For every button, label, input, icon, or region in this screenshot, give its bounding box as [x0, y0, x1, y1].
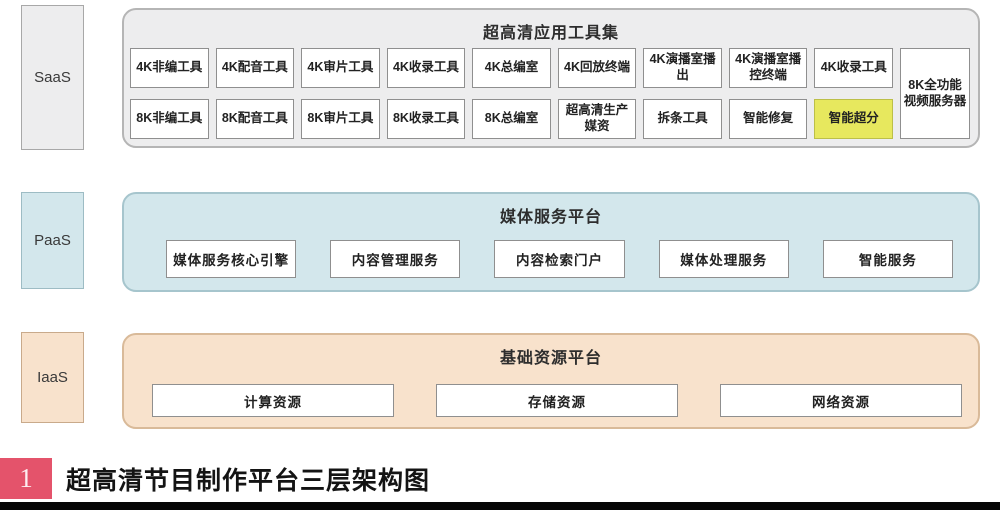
- paas-services-row: 媒体服务核心引擎 内容管理服务 内容检索门户 媒体处理服务 智能服务: [166, 240, 954, 278]
- tool-box-8k-ingest: 8K收录工具: [386, 99, 466, 139]
- tool-box-4k-ingest: 4K收录工具: [386, 48, 466, 88]
- service-box-intelligent-services: 智能服务: [822, 240, 954, 278]
- iaas-panel: 基础资源平台 计算资源 存储资源 网络资源: [122, 333, 980, 429]
- resource-box-storage: 存储资源: [436, 384, 678, 417]
- resource-box-network: 网络资源: [720, 384, 962, 417]
- tool-box-4k-nle: 4K非编工具: [130, 48, 209, 88]
- tool-box-4k-ingest-2: 4K收录工具: [814, 48, 893, 88]
- saas-panel-title: 超高清应用工具集: [482, 25, 619, 42]
- tool-box-smart-restoration: 智能修复: [728, 99, 808, 139]
- tool-box-4k-studio-playout: 4K演播室播出: [643, 48, 722, 88]
- saas-tools-grid: 4K非编工具 4K配音工具 4K审片工具 4K收录工具 4K总编室 4K回放终端…: [130, 48, 970, 139]
- service-box-media-processing: 媒体处理服务: [658, 240, 789, 278]
- tool-box-4k-playback-terminal: 4K回放终端: [557, 48, 637, 88]
- tool-box-4k-dubbing: 4K配音工具: [215, 48, 295, 88]
- paas-panel-title: 媒体服务平台: [499, 209, 602, 226]
- tool-box-clip-splitting: 拆条工具: [643, 99, 722, 139]
- tier-label-iaas: IaaS: [21, 332, 84, 423]
- figure-caption: 超高清节目制作平台三层架构图: [66, 467, 431, 495]
- iaas-resources-row: 计算资源 存储资源 网络资源: [152, 384, 962, 417]
- tool-box-8k-nle: 8K非编工具: [130, 99, 209, 139]
- tool-box-4k-review: 4K审片工具: [301, 48, 380, 88]
- tier-label-paas: PaaS: [21, 192, 84, 289]
- tool-box-8k-dubbing: 8K配音工具: [215, 99, 295, 139]
- tool-box-4k-editorial-office: 4K总编室: [472, 48, 551, 88]
- tool-box-uhd-media-assets: 超高清生产媒资: [557, 99, 637, 139]
- paas-panel: 媒体服务平台 媒体服务核心引擎 内容管理服务 内容检索门户 媒体处理服务 智能服…: [122, 192, 980, 292]
- service-box-media-core-engine: 媒体服务核心引擎: [166, 240, 297, 278]
- tier-label-saas: SaaS: [21, 5, 84, 150]
- tool-box-8k-editorial-office: 8K总编室: [472, 99, 551, 139]
- tool-box-4k-studio-control: 4K演播室播控终端: [728, 48, 808, 88]
- saas-panel: 超高清应用工具集 4K非编工具 4K配音工具 4K审片工具 4K收录工具 4K总…: [122, 8, 980, 148]
- bottom-divider-bar: [0, 502, 1000, 510]
- tool-box-smart-super-resolution-highlighted: 智能超分: [814, 99, 893, 139]
- resource-box-compute: 计算资源: [152, 384, 394, 417]
- figure-number-badge: 1: [0, 458, 52, 499]
- iaas-panel-title: 基础资源平台: [499, 350, 602, 367]
- tool-box-8k-video-server: 8K全功能视频服务器: [900, 48, 970, 139]
- service-box-content-search-portal: 内容检索门户: [494, 240, 625, 278]
- service-box-content-management: 内容管理服务: [330, 240, 461, 278]
- tool-box-8k-review: 8K审片工具: [301, 99, 380, 139]
